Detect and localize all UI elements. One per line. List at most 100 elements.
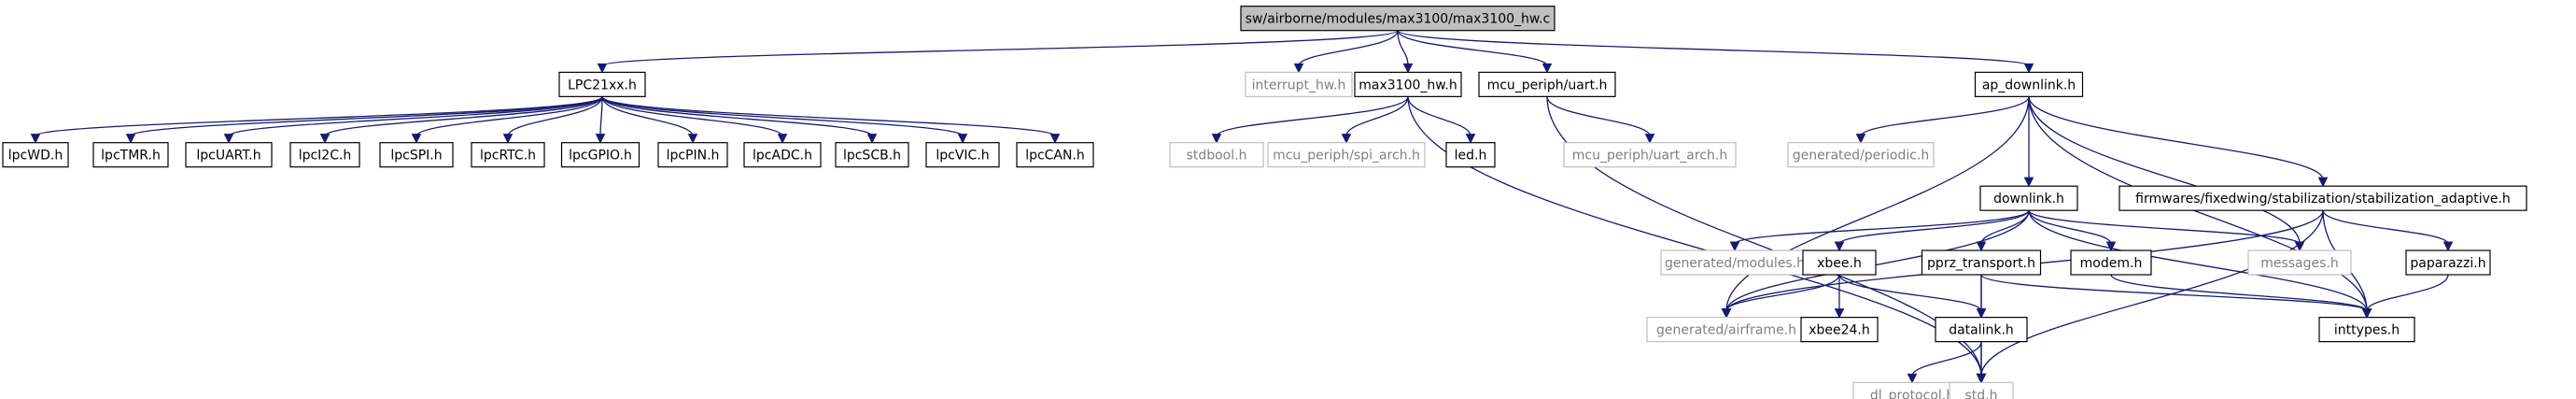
node-max3100_hw_h[interactable]: max3100_hw.h — [1354, 71, 1462, 97]
node-root[interactable]: sw/airborne/modules/max3100/max3100_hw.c — [1240, 6, 1555, 32]
node-lpcUART[interactable]: lpcUART.h — [185, 142, 273, 168]
node-label: lpcRTC.h — [480, 149, 536, 164]
node-paparazzi[interactable]: paparazzi.h — [2405, 249, 2491, 276]
edge-line — [601, 95, 1056, 137]
edge-root-to-interrupt_hw — [1293, 30, 1399, 74]
arrowhead-icon — [2105, 241, 2117, 252]
edge-line — [324, 96, 603, 137]
edge-line — [601, 96, 783, 137]
edge-line — [2366, 274, 2449, 311]
arrowhead-icon — [2023, 177, 2034, 188]
edge-line — [130, 95, 603, 137]
node-box — [1245, 71, 1353, 97]
edge-line — [601, 95, 964, 137]
node-lpcGPIO[interactable]: lpcGPIO.h — [560, 142, 640, 168]
edge-lpc21xx-to-lpcVIC — [601, 95, 968, 144]
node-modem[interactable]: modem.h — [2070, 249, 2152, 276]
node-label: generated/periodic.h — [1793, 149, 1930, 164]
edge-line — [1725, 96, 2030, 311]
node-label: modem.h — [2080, 256, 2143, 271]
node-datalink[interactable]: datalink.h — [1935, 317, 2028, 343]
node-label: mcu_periph/uart.h — [1487, 78, 1608, 93]
node-label: mcu_periph/spi_arch.h — [1273, 149, 1420, 164]
node-interrupt_hw: interrupt_hw.h — [1245, 71, 1353, 97]
node-xbee24[interactable]: xbee24.h — [1800, 317, 1879, 343]
node-lpcADC[interactable]: lpcADC.h — [743, 142, 822, 168]
node-inttypes[interactable]: inttypes.h — [2318, 317, 2415, 343]
edge-line — [1838, 209, 2030, 245]
edge-downlink-to-messages — [2028, 209, 2305, 252]
edge-line — [2028, 96, 2324, 180]
node-lpc21xx[interactable]: LPC21xx.h — [558, 71, 646, 97]
edge-line — [1546, 96, 1651, 136]
edge-line — [507, 96, 603, 136]
edge-line — [1734, 209, 2030, 245]
node-box — [289, 142, 360, 168]
edge-line — [2028, 210, 2112, 245]
node-box — [1949, 381, 2014, 399]
node-lpcVIC[interactable]: lpcVIC.h — [925, 142, 1000, 168]
edge-max3100_hw_h-to-led — [1407, 96, 1476, 144]
node-label: mcu_periph/uart_arch.h — [1572, 149, 1727, 164]
node-ap_downlink[interactable]: ap_downlink.h — [1974, 71, 2084, 97]
node-spi_arch: mcu_periph/spi_arch.h — [1267, 142, 1426, 168]
node-lpcRTC[interactable]: lpcRTC.h — [471, 142, 545, 168]
node-label: generated/modules.h — [1665, 256, 1805, 271]
arrowhead-icon — [1341, 134, 1352, 144]
arrowhead-icon — [2294, 241, 2305, 252]
node-lpcSCB[interactable]: lpcSCB.h — [835, 142, 909, 168]
edge-root-to-max3100_hw_h — [1397, 30, 1414, 74]
node-lpcTMR[interactable]: lpcTMR.h — [92, 142, 169, 168]
node-label: sw/airborne/modules/max3100/max3100_hw.c — [1246, 12, 1551, 27]
node-lpcWD[interactable]: lpcWD.h — [2, 142, 69, 168]
node-lpcCAN[interactable]: lpcCAN.h — [1016, 142, 1094, 168]
arrowhead-icon — [2361, 308, 2372, 319]
node-box — [1016, 142, 1094, 168]
edge-line — [1397, 30, 2030, 66]
edge-line — [1298, 30, 1399, 66]
node-box — [1660, 249, 1809, 276]
edge-lpc21xx-to-lpcUART — [223, 95, 603, 144]
node-label: xbee24.h — [1809, 323, 1870, 338]
arrowhead-icon — [777, 134, 788, 144]
node-uart_h[interactable]: mcu_periph/uart.h — [1478, 71, 1616, 97]
node-box — [1800, 317, 1879, 343]
node-label: lpcGPIO.h — [569, 149, 632, 164]
edge-uart_h-to-uart_arch — [1546, 96, 1655, 144]
arrowhead-icon — [1729, 241, 1740, 252]
edge-stab_adaptive-to-paparazzi — [2322, 209, 2454, 252]
node-box — [1974, 71, 2084, 97]
node-led[interactable]: led.h — [1445, 142, 1496, 168]
edge-line — [1345, 96, 1409, 136]
edge-downlink-to-gen_modules — [1729, 209, 2030, 252]
node-label: interrupt_hw.h — [1252, 78, 1346, 93]
edge-max3100_hw_h-to-stdbool — [1211, 96, 1409, 144]
node-downlink[interactable]: downlink.h — [1979, 185, 2078, 211]
arrowhead-icon — [1541, 63, 1553, 74]
node-box — [1787, 142, 1935, 168]
node-lpcI2C[interactable]: lpcI2C.h — [289, 142, 360, 168]
node-label: lpcPIN.h — [667, 149, 720, 164]
node-lpcPIN[interactable]: lpcPIN.h — [657, 142, 728, 168]
edge-line — [1397, 30, 1548, 66]
node-lpcSPI[interactable]: lpcSPI.h — [379, 142, 454, 168]
edge-line — [601, 30, 1399, 66]
node-label: LPC21xx.h — [568, 78, 637, 93]
edge-modem-to-inttypes — [2110, 274, 2372, 319]
node-airframe: generated/airframe.h — [1646, 317, 1807, 343]
node-stab_adaptive[interactable]: firmwares/fixedwing/stabilization/stabil… — [2119, 185, 2527, 211]
arrowhead-icon — [502, 134, 514, 144]
node-label: firmwares/fixedwing/stabilization/stabil… — [2135, 192, 2511, 207]
edge-lpc21xx-to-lpcTMR — [125, 95, 603, 144]
edge-line — [35, 95, 603, 137]
edge-downlink-to-xbee — [1834, 209, 2030, 252]
arrowhead-icon — [1721, 308, 1732, 319]
node-label: led.h — [1455, 149, 1487, 164]
node-label: lpcSPI.h — [390, 149, 442, 164]
node-pprz_transport[interactable]: pprz_transport.h — [1921, 249, 2042, 276]
node-xbee[interactable]: xbee.h — [1802, 249, 1877, 276]
arrowhead-icon — [1834, 308, 1845, 319]
edge-ap_downlink-to-periodic — [1855, 96, 2030, 144]
arrowhead-icon — [1644, 134, 1655, 144]
